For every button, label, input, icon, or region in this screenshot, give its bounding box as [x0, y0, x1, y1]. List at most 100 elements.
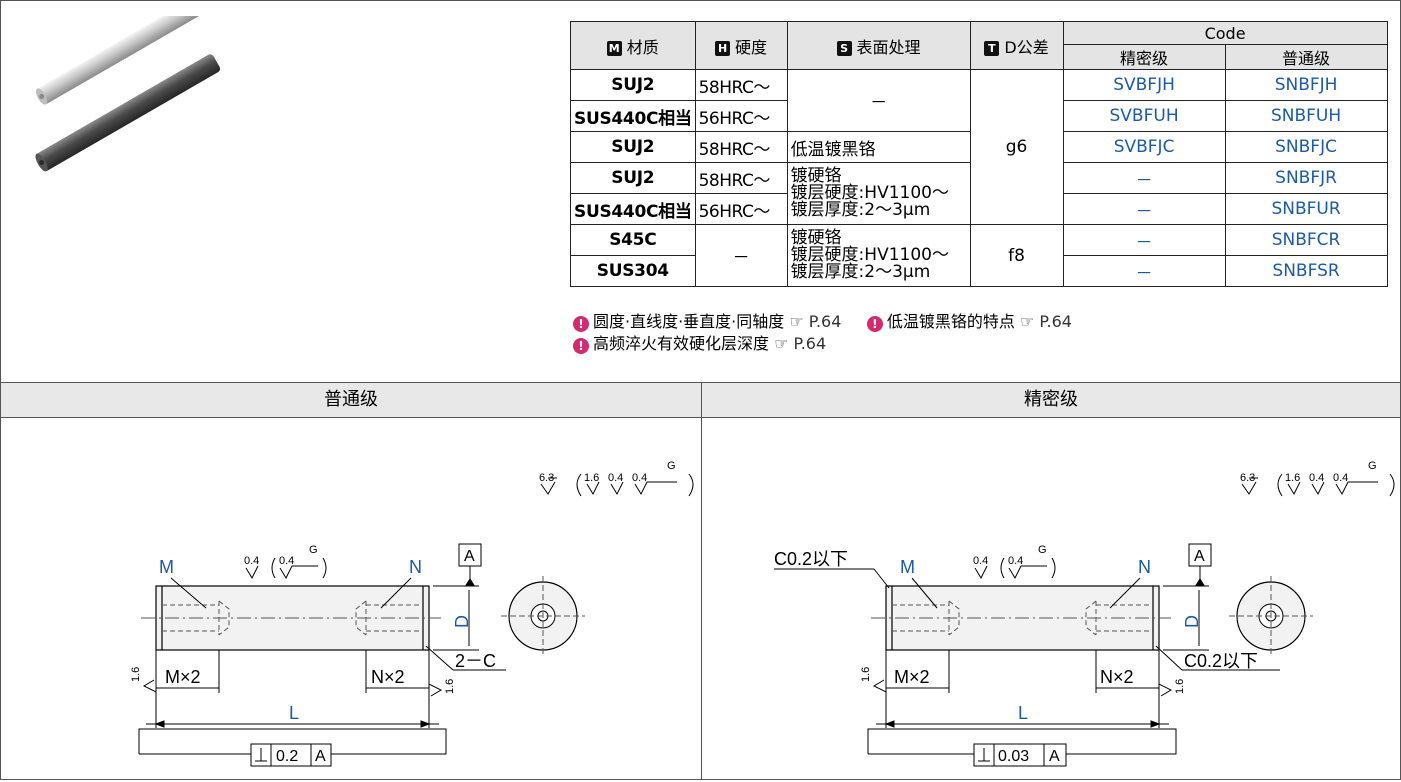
code-link[interactable]: SNBFUR — [1224, 193, 1388, 225]
exclamation-icon: ! — [573, 316, 589, 332]
rough-label: 1.6 — [130, 667, 142, 682]
code-link[interactable]: SNBFSR — [1224, 255, 1388, 287]
perp-datum: A — [1049, 748, 1060, 765]
surface-cell: 镀硬铬 镀层硬度:HV1100～ 镀层厚度:2～3μm — [786, 162, 971, 225]
thread-label-m: M — [159, 557, 174, 577]
code-link[interactable]: SVBFJH — [1062, 69, 1226, 101]
notes: !圆度·直线度·垂直度·同轴度 ☞ P.64 !低温镀黑铬的特点 ☞ P.64 … — [573, 311, 1072, 355]
chamfer-label-left: C0.2以下 — [774, 549, 848, 569]
dim-label-d: D — [452, 615, 472, 628]
hardness-key-icon: H — [715, 40, 731, 56]
datum-label: A — [1194, 548, 1205, 565]
rough-label: 0.4 — [1333, 472, 1348, 484]
material-cell: SUS304 — [570, 255, 696, 287]
surface-cell: 镀硬铬 镀层硬度:HV1100～ 镀层厚度:2～3μm — [786, 224, 971, 287]
tolerance-key-icon: T — [984, 40, 1000, 56]
material-cell: SUJ2 — [570, 69, 696, 101]
code-link: － — [1062, 255, 1226, 287]
header-code: Code — [1062, 21, 1388, 45]
hardness-cell: － — [694, 224, 788, 287]
surface-cell: 低温镀黑铬 — [786, 131, 971, 163]
dim-label-n2: N×2 — [1100, 667, 1134, 687]
panel-title: 普通级 — [1, 383, 701, 418]
code-link[interactable]: SNBFJR — [1224, 162, 1388, 194]
hardness-cell: 56HRC～ — [694, 193, 788, 225]
dim-label-n2: N×2 — [371, 667, 405, 687]
rough-label: 0.4 — [973, 555, 988, 567]
code-link[interactable]: SVBFUH — [1062, 100, 1226, 132]
dim-label-l: L — [289, 703, 299, 723]
rough-label: G — [309, 544, 318, 556]
thread-label-m: M — [900, 557, 915, 577]
chamfer-label: 2－C — [455, 651, 496, 671]
dim-label-m2: M×2 — [165, 667, 201, 687]
surface-cell: － — [786, 69, 971, 132]
dim-label-l: L — [1018, 703, 1028, 723]
code-link[interactable]: SNBFJC — [1224, 131, 1388, 163]
material-key-icon: M — [606, 40, 622, 56]
material-cell: S45C — [570, 224, 696, 256]
panel-title: 精密级 — [702, 383, 1400, 418]
tolerance-cell: f8 — [969, 224, 1064, 287]
rough-label: 1.6 — [444, 679, 456, 694]
code-link[interactable]: SNBFJH — [1224, 69, 1388, 101]
material-cell: SUS440C相当 — [570, 100, 696, 132]
code-link[interactable]: SNBFUH — [1224, 100, 1388, 132]
datum-label: A — [464, 548, 475, 565]
code-link: － — [1062, 162, 1226, 194]
code-link[interactable]: SVBFJC — [1062, 131, 1226, 163]
rough-label: 0.4 — [279, 555, 294, 567]
surface-key-icon: S — [836, 40, 852, 56]
roughness-symbol-main — [540, 477, 557, 495]
note-link[interactable]: !低温镀黑铬的特点 ☞ P.64 — [866, 312, 1072, 332]
rough-label: G — [1368, 460, 1377, 472]
material-cell: SUS440C相当 — [570, 193, 696, 225]
technical-drawing-precision: 6.3 1.6 0.4 0.4 G M N C0.2 — [774, 460, 1395, 767]
perp-datum: A — [315, 748, 326, 765]
dim-label-m2: M×2 — [894, 667, 930, 687]
material-cell: SUJ2 — [570, 131, 696, 163]
rough-label: 0.4 — [1309, 472, 1324, 484]
rough-label: 0.4 — [608, 472, 623, 484]
dim-label-d: D — [1182, 615, 1202, 628]
technical-drawing-standard: 6.3 1.6 0.4 0.4 G — [130, 460, 694, 767]
drawing-panel-standard: 普通级 6.3 1.6 0.4 0.4 G — [1, 383, 702, 779]
perp-tolerance: 0.03 — [998, 748, 1029, 765]
rough-label: 6.3 — [1240, 472, 1255, 484]
rough-label: 1.6 — [584, 472, 599, 484]
note-link[interactable]: !圆度·直线度·垂直度·同轴度 ☞ P.64 — [573, 312, 841, 332]
product-image — [35, 16, 221, 172]
rough-label: 0.4 — [632, 472, 647, 484]
hardness-cell: 58HRC～ — [694, 69, 788, 101]
exclamation-icon: ! — [573, 338, 589, 354]
hardness-cell: 58HRC～ — [694, 162, 788, 194]
drawing-panel-precision: 精密级 6.3 1.6 0.4 0.4 G — [702, 383, 1400, 779]
header-precision: 精密级 — [1062, 44, 1226, 70]
rough-label: 1.6 — [860, 667, 872, 682]
code-link: － — [1062, 193, 1226, 225]
rough-label: 0.4 — [244, 555, 259, 567]
note-link[interactable]: !高频淬火有效硬化层深度 ☞ P.64 — [573, 334, 826, 354]
rough-label: G — [667, 460, 676, 472]
perp-tolerance: 0.2 — [276, 748, 298, 765]
hardness-cell: 58HRC～ — [694, 131, 788, 163]
thread-label-n: N — [1138, 557, 1151, 577]
silver-shaft — [35, 16, 216, 105]
hardness-cell: 56HRC～ — [694, 100, 788, 132]
code-link: － — [1062, 224, 1226, 256]
header-standard: 普通级 — [1224, 44, 1388, 70]
rough-label: 1.6 — [1174, 679, 1186, 694]
exclamation-icon: ! — [866, 316, 883, 332]
drawing-section: 普通级 6.3 1.6 0.4 0.4 G — [0, 382, 1401, 780]
rough-label: G — [1038, 544, 1047, 556]
rough-label: 1.6 — [1285, 472, 1300, 484]
material-cell: SUJ2 — [570, 162, 696, 194]
code-link[interactable]: SNBFCR — [1224, 224, 1388, 256]
black-shaft — [35, 54, 221, 172]
chamfer-label-right: C0.2以下 — [1184, 651, 1258, 671]
